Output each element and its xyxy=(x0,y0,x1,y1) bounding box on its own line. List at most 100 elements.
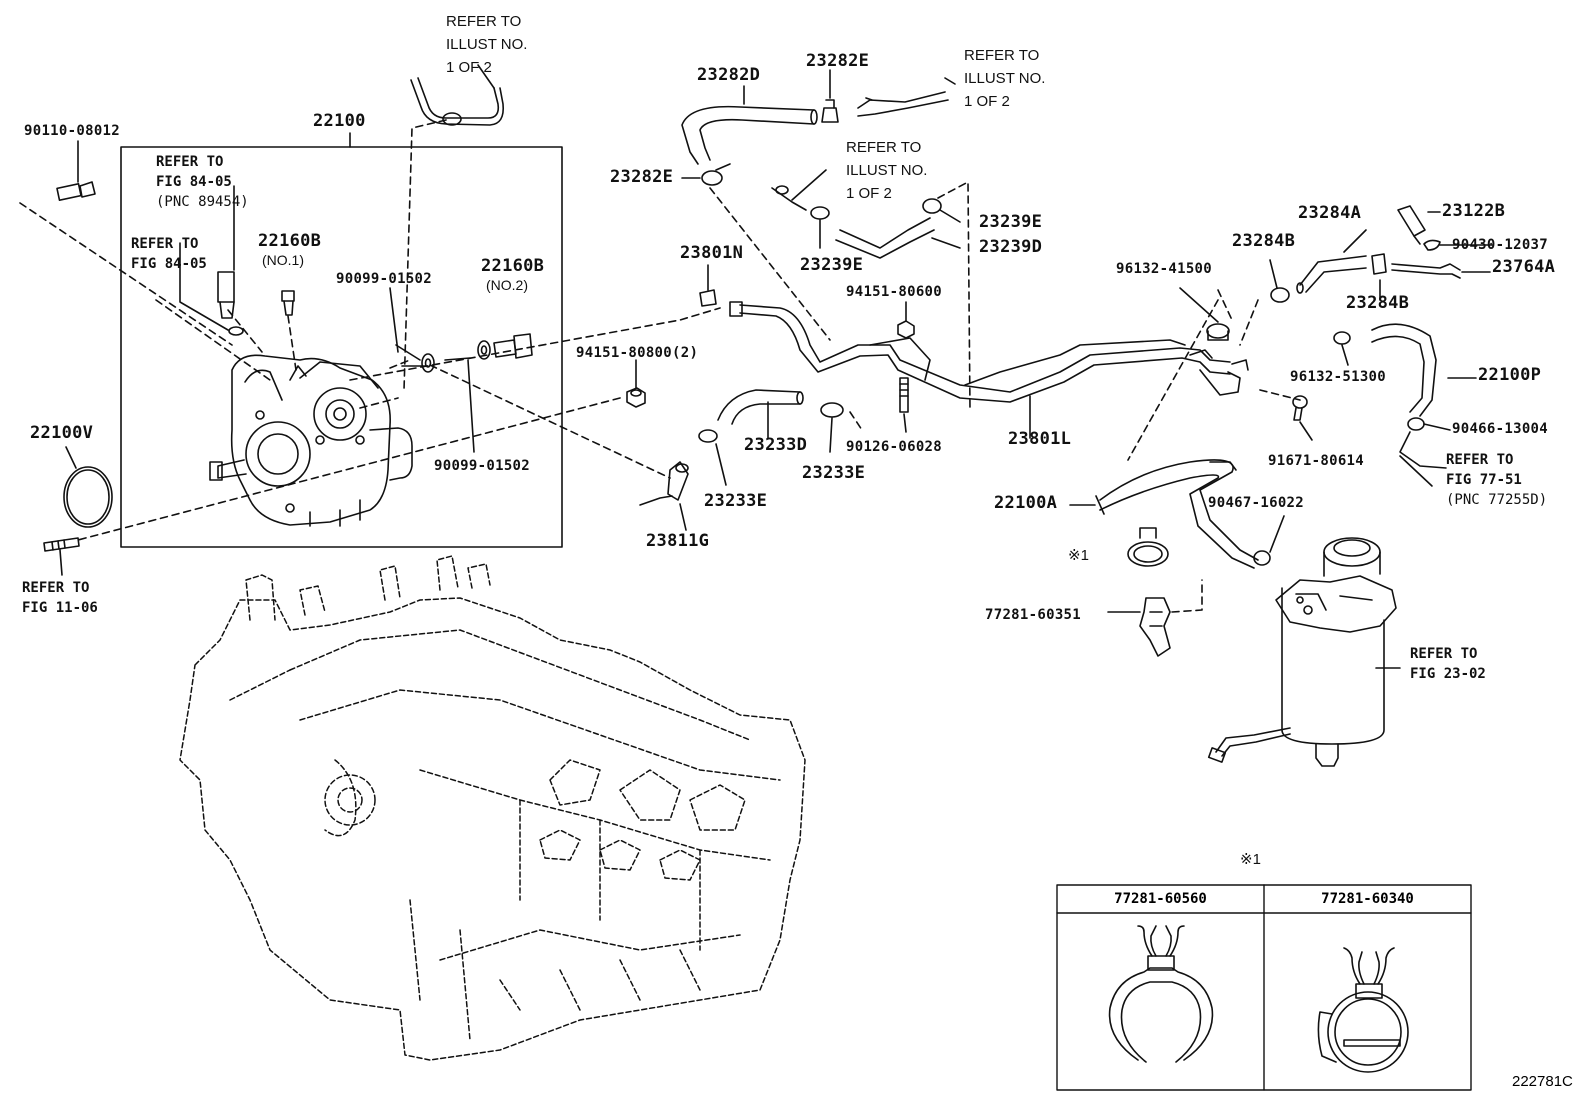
part-23233e-right: 23233E xyxy=(802,463,866,483)
refer-fig-23-02: REFER TO FIG 23-02 xyxy=(1410,644,1486,684)
hose-22100a xyxy=(1095,459,1259,569)
part-23801n: 23801N xyxy=(680,243,744,263)
refer-line: FIG 84-05 xyxy=(131,256,207,272)
clamp-23282e-left xyxy=(701,163,731,186)
part-22160b-no2: 22160B xyxy=(481,256,545,276)
part-90466-13004: 90466-13004 xyxy=(1452,421,1549,437)
part-23282d: 23282D xyxy=(697,65,761,85)
part-23764a: 23764A xyxy=(1492,257,1556,277)
nut-94151-80800 xyxy=(626,387,646,408)
part-23811g: 23811G xyxy=(646,531,710,551)
part-22100p: 22100P xyxy=(1478,365,1542,385)
refer-line: REFER TO xyxy=(1446,452,1514,468)
refer-line: ILLUST NO. xyxy=(964,70,1046,87)
hose-22100p xyxy=(1371,323,1437,417)
part-23282e-top: 23282E xyxy=(806,51,870,71)
part-90126-06028: 90126-06028 xyxy=(846,439,943,455)
inset-clamp-60560 xyxy=(1108,925,1214,1063)
supply-pump xyxy=(209,354,413,527)
part-23239e-right: 23239E xyxy=(979,212,1043,232)
part-23233d: 23233D xyxy=(744,435,808,455)
return-pipe-top xyxy=(410,64,505,126)
pump-group-frame xyxy=(120,146,563,548)
pipe-23764a xyxy=(1391,263,1491,279)
nut-94151-80600 xyxy=(897,301,915,339)
clamp-23284b-right xyxy=(1371,253,1387,301)
fuel-filter xyxy=(1207,537,1401,767)
part-94151-80800: 94151-80800(2) xyxy=(576,345,699,361)
hose-23233d xyxy=(717,389,804,425)
refer-line: 1 OF 2 xyxy=(446,59,492,76)
clamp-23239e-right xyxy=(922,198,961,223)
clamp-90466-13004 xyxy=(1407,417,1451,431)
part-22160b-no2-note: (NO.2) xyxy=(486,277,528,293)
inset-header-60340: 77281-60340 xyxy=(1321,891,1414,907)
clamp-23233e-left xyxy=(698,429,727,486)
connector-23801n xyxy=(699,264,717,307)
clamp-23284b-top xyxy=(1269,259,1290,303)
refer-line: FIG 11-06 xyxy=(22,600,98,616)
refer-fig-11-06: REFER TO FIG 11-06 xyxy=(22,578,98,618)
union-23811g xyxy=(639,461,689,531)
clamp-23239e-left xyxy=(810,206,830,249)
refer-line: REFER TO xyxy=(446,13,522,30)
part-22100v: 22100V xyxy=(30,423,94,443)
stud-bolt xyxy=(43,537,80,576)
hose-23284a xyxy=(1296,255,1367,294)
part-90110-08012: 90110-08012 xyxy=(24,123,121,139)
pressure-sensor xyxy=(217,185,244,336)
part-23239e-left: 23239E xyxy=(800,255,864,275)
part-23239d: 23239D xyxy=(979,237,1043,257)
refer-fig-84-05-b: REFER TO FIG 84-05 xyxy=(131,234,207,274)
bolt-90110-08012 xyxy=(56,140,96,201)
part-90467-16022: 90467-16022 xyxy=(1208,495,1305,511)
part-23801l: 23801L xyxy=(1008,429,1072,449)
o-ring-22100v xyxy=(63,466,113,528)
clip-96132-41500 xyxy=(1206,323,1230,341)
refer-line: 1 OF 2 xyxy=(846,185,892,202)
engine-block xyxy=(179,555,806,1061)
part-90430-12037: 90430-12037 xyxy=(1452,237,1549,253)
refer-line: REFER TO xyxy=(964,47,1040,64)
refer-line: (PNC 77255D) xyxy=(1446,492,1548,508)
mark-1: ※1 xyxy=(1068,547,1089,564)
fuel-line-23801l xyxy=(729,301,1249,403)
part-90099-01502-a: 90099-01502 xyxy=(336,271,433,287)
part-94151-80600: 94151-80600 xyxy=(846,284,943,300)
part-22100a: 22100A xyxy=(994,493,1058,513)
refer-line: FIG 77-51 xyxy=(1446,472,1522,488)
refer-line: ILLUST NO. xyxy=(446,36,528,53)
refer-illust-right: REFER TO ILLUST NO. 1 OF 2 xyxy=(964,44,1045,113)
part-23284b-right: 23284B xyxy=(1346,293,1410,313)
gasket-b xyxy=(477,340,491,360)
clamp-77281-60351 xyxy=(1107,597,1171,657)
part-23284a: 23284A xyxy=(1298,203,1362,223)
part-22160b-no1: 22160B xyxy=(258,231,322,251)
part-22100: 22100 xyxy=(313,111,366,131)
refer-line: REFER TO xyxy=(1410,646,1478,662)
part-23122b: 23122B xyxy=(1442,201,1506,221)
clip-90430-12037 xyxy=(1423,239,1493,251)
inset-mark: ※1 xyxy=(1240,851,1261,868)
refer-line: 1 OF 2 xyxy=(964,93,1010,110)
clip-96132-51300 xyxy=(1333,331,1351,366)
refer-line: FIG 84-05 xyxy=(156,174,232,190)
refer-illust-mid: REFER TO ILLUST NO. 1 OF 2 xyxy=(846,136,927,205)
bolt-91671-80614 xyxy=(1292,395,1313,441)
inset-header-60560: 77281-60560 xyxy=(1114,891,1207,907)
hose-23239d xyxy=(835,217,935,259)
refer-fig-77-51: REFER TO FIG 77-51 (PNC 77255D) xyxy=(1446,450,1547,510)
part-23282e-left: 23282E xyxy=(610,167,674,187)
part-91671-80614: 91671-80614 xyxy=(1268,453,1365,469)
part-77281-60351: 77281-60351 xyxy=(985,607,1082,623)
part-22160b-no1-note: (NO.1) xyxy=(262,252,304,268)
refer-fig-84-05-a: REFER TO FIG 84-05 (PNC 89454) xyxy=(156,152,249,212)
stud-90126-06028 xyxy=(899,377,909,433)
refer-line: FIG 23-02 xyxy=(1410,666,1486,682)
refer-line: REFER TO xyxy=(156,154,224,170)
refer-illust-top: REFER TO ILLUST NO. 1 OF 2 xyxy=(446,10,527,79)
clamp-23282e-top xyxy=(821,99,839,123)
inset-table-frame xyxy=(1056,884,1472,1091)
